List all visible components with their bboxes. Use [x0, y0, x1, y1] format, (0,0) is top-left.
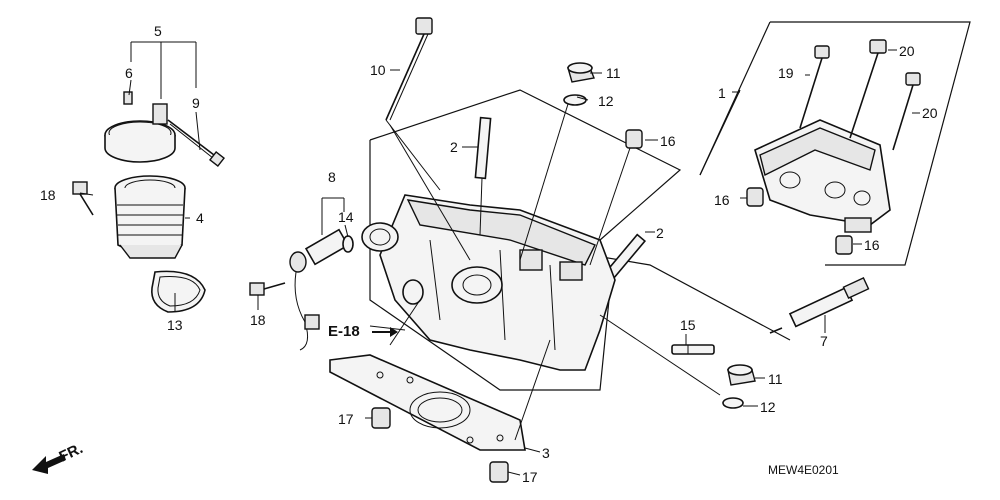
callout-4: 4 [196, 210, 204, 226]
callout-12-lower: 12 [760, 399, 776, 415]
callout-2-left: 2 [450, 139, 458, 155]
spark-plug [769, 276, 870, 334]
callout-17-left: 17 [338, 411, 354, 427]
callout-10: 10 [370, 62, 386, 78]
callout-12-upper: 12 [598, 93, 614, 109]
callout-9: 9 [192, 95, 200, 111]
front-direction-arrow [32, 454, 66, 474]
leader-lines [79, 41, 920, 476]
rocker-arm-holder [754, 119, 891, 233]
callout-19: 19 [778, 65, 794, 81]
callout-15: 15 [680, 317, 696, 333]
dowel-16-top [625, 129, 643, 149]
nut-11-upper [567, 62, 595, 83]
callout-18-lower: 18 [250, 312, 266, 328]
dowel-16-right-upper [746, 187, 764, 207]
washer-12-upper [563, 94, 587, 106]
callout-11-upper: 11 [606, 65, 621, 81]
callout-20-upper: 20 [899, 43, 915, 59]
intake-insulator [114, 175, 186, 259]
callout-labels: 5 6 9 18 4 13 8 14 18 10 2 11 12 16 2 1 … [40, 23, 938, 485]
callout-3: 3 [542, 445, 550, 461]
callout-2-right: 2 [656, 225, 664, 241]
bolt-20-upper [849, 39, 887, 139]
cam-pulse-sensor [289, 228, 350, 351]
bolt-20-lower [892, 72, 921, 151]
callout-16-right-lower: 16 [864, 237, 880, 253]
washer-12-lower [722, 397, 744, 409]
stud-2-left [474, 116, 492, 180]
stud-15 [671, 344, 715, 355]
callout-16-right-upper: 16 [714, 192, 730, 208]
callout-7: 7 [820, 333, 828, 349]
callout-5: 5 [154, 23, 162, 39]
front-label: FR. [57, 440, 86, 466]
callout-14: 14 [338, 209, 354, 225]
bolt-18-upper [72, 181, 94, 216]
callout-6: 6 [125, 65, 133, 81]
callout-16-top: 16 [660, 133, 676, 149]
bolt-18-lower [249, 282, 286, 296]
diagram-code: MEW4E0201 [768, 463, 839, 477]
reference-e18: E-18 [328, 323, 398, 340]
callout-8: 8 [328, 169, 336, 185]
long-bolt-10 [385, 17, 433, 121]
bolt-19 [799, 45, 830, 129]
callout-11-lower: 11 [768, 371, 783, 387]
dowel-16-right-lower [835, 235, 853, 255]
callout-18-upper: 18 [40, 187, 56, 203]
o-ring-small [342, 235, 354, 253]
head-gasket [329, 354, 526, 451]
nut-11-lower [727, 364, 756, 386]
clamp-band-assembly [104, 91, 226, 168]
callout-17-bottom: 17 [522, 469, 538, 485]
cylinder-head [361, 194, 616, 371]
callout-20-lower: 20 [922, 105, 938, 121]
dowel-17-bottom [489, 461, 509, 483]
dowel-17-left [371, 407, 391, 429]
reference-label: E-18 [328, 323, 360, 340]
callout-13: 13 [167, 317, 183, 333]
callout-1: 1 [718, 85, 726, 101]
